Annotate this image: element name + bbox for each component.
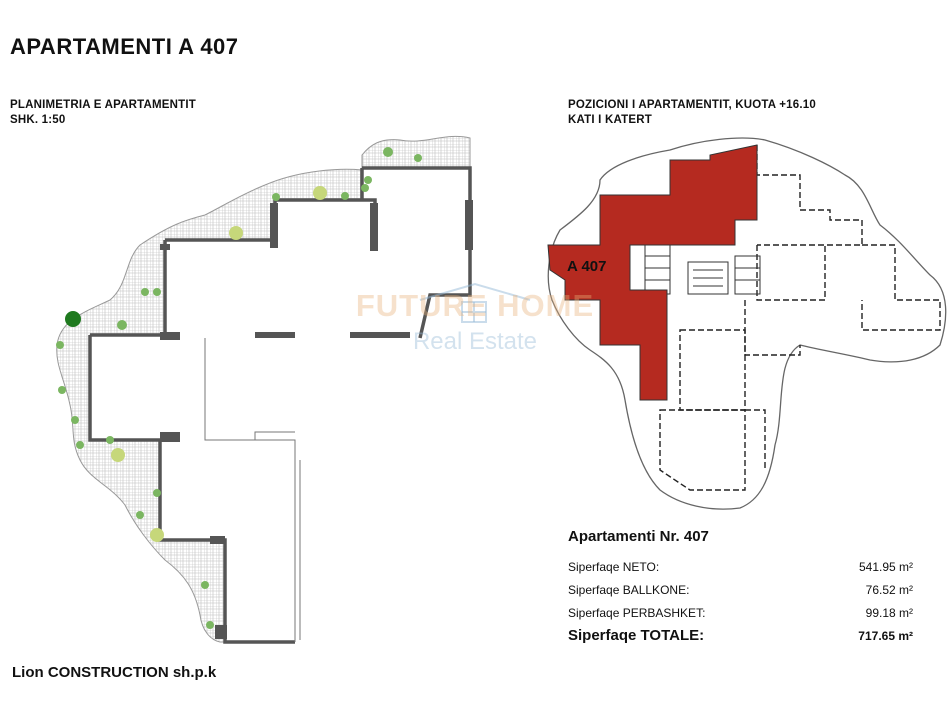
position-heading-line2: KATI I KATERT — [568, 114, 652, 126]
plan-heading: PLANIMETRIA E APARTAMENTIT SHK. 1:50 — [10, 98, 196, 128]
area-value: 76.52 m² — [865, 582, 913, 597]
area-row-neto: Siperfaqe NETO: 541.95 m² — [568, 555, 913, 578]
neighbor-units — [659, 145, 941, 491]
building-core — [644, 243, 761, 295]
area-total-value: 717.65 m² — [858, 628, 913, 643]
area-summary-title: Apartamenti Nr. 407 — [568, 528, 709, 545]
watermark-house-icon — [419, 282, 531, 323]
building-outline — [547, 137, 947, 510]
area-row-total: Siperfaqe TOTALE: 717.65 m² — [568, 624, 913, 647]
plan-heading-line1: PLANIMETRIA E APARTAMENTIT — [10, 99, 196, 111]
plan-heading-line2: SHK. 1:50 — [10, 114, 66, 126]
area-row-perbashket: Siperfaqe PERBASHKET: 99.18 m² — [568, 601, 913, 624]
apartment-position-label: A 407 — [567, 258, 607, 275]
area-row-ballkone: Siperfaqe BALLKONE: 76.52 m² — [568, 578, 913, 601]
floor-plan — [56, 135, 473, 644]
area-total-label: Siperfaqe TOTALE: — [568, 627, 705, 644]
thin-walls — [204, 338, 301, 642]
area-label: Siperfaqe PERBASHKET: — [568, 605, 706, 620]
area-value: 541.95 m² — [858, 559, 913, 574]
plants — [56, 147, 422, 629]
thick-walls — [160, 200, 473, 639]
apartment-floor — [90, 168, 470, 642]
position-heading: POZICIONI I APARTAMENTIT, KUOTA +16.10 K… — [568, 98, 816, 128]
area-label: Siperfaqe NETO: — [568, 559, 660, 574]
position-heading-line1: POZICIONI I APARTAMENTIT, KUOTA +16.10 — [568, 99, 816, 111]
building-position — [547, 137, 947, 510]
page-title: APARTAMENTI A 407 — [10, 34, 239, 59]
area-label: Siperfaqe BALLKONE: — [568, 582, 690, 597]
area-summary: Apartamenti Nr. 407 Siperfaqe NETO: 541.… — [568, 528, 913, 647]
area-value: 99.18 m² — [865, 605, 913, 620]
company-name: Lion CONSTRUCTION sh.p.k — [12, 664, 217, 681]
apartment-highlight — [547, 144, 758, 401]
